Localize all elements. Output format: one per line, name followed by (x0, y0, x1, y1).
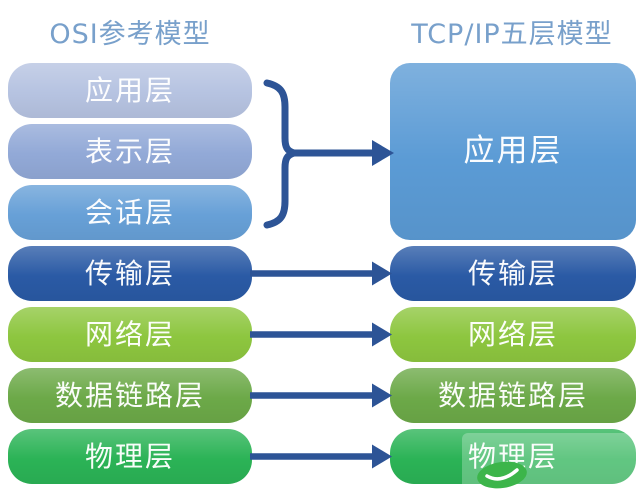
osi-layer-application: 应用层 (8, 63, 252, 118)
osi-layer-datalink: 数据链路层 (8, 368, 252, 423)
tcpip-layer-datalink: 数据链路层 (390, 368, 636, 423)
tcpip-layer-transport: 传输层 (390, 246, 636, 301)
arrow-datalink-head-icon (372, 383, 392, 408)
arrow-physical-head-icon (372, 444, 392, 469)
arrow-network-head-icon (372, 322, 392, 347)
osi-layer-physical: 物理层 (8, 429, 252, 484)
watermark-overlay (462, 433, 640, 493)
tcpip-layer-application: 应用层 (390, 63, 636, 240)
tcpip-column-title: TCP/IP五层模型 (411, 19, 613, 50)
tcpip-layer-network: 网络层 (390, 307, 636, 362)
brace-icon (263, 79, 307, 229)
watermark-logo-icon (477, 461, 527, 489)
osi-layer-session: 会话层 (8, 185, 252, 240)
arrow-transport-head-icon (372, 261, 392, 286)
osi-layer-transport: 传输层 (8, 246, 252, 301)
osi-layer-network: 网络层 (8, 307, 252, 362)
tcpip-layer-physical: 物理层 (390, 429, 636, 484)
osi-layer-presentation: 表示层 (8, 124, 252, 179)
osi-column-title: OSI参考模型 (49, 19, 211, 50)
